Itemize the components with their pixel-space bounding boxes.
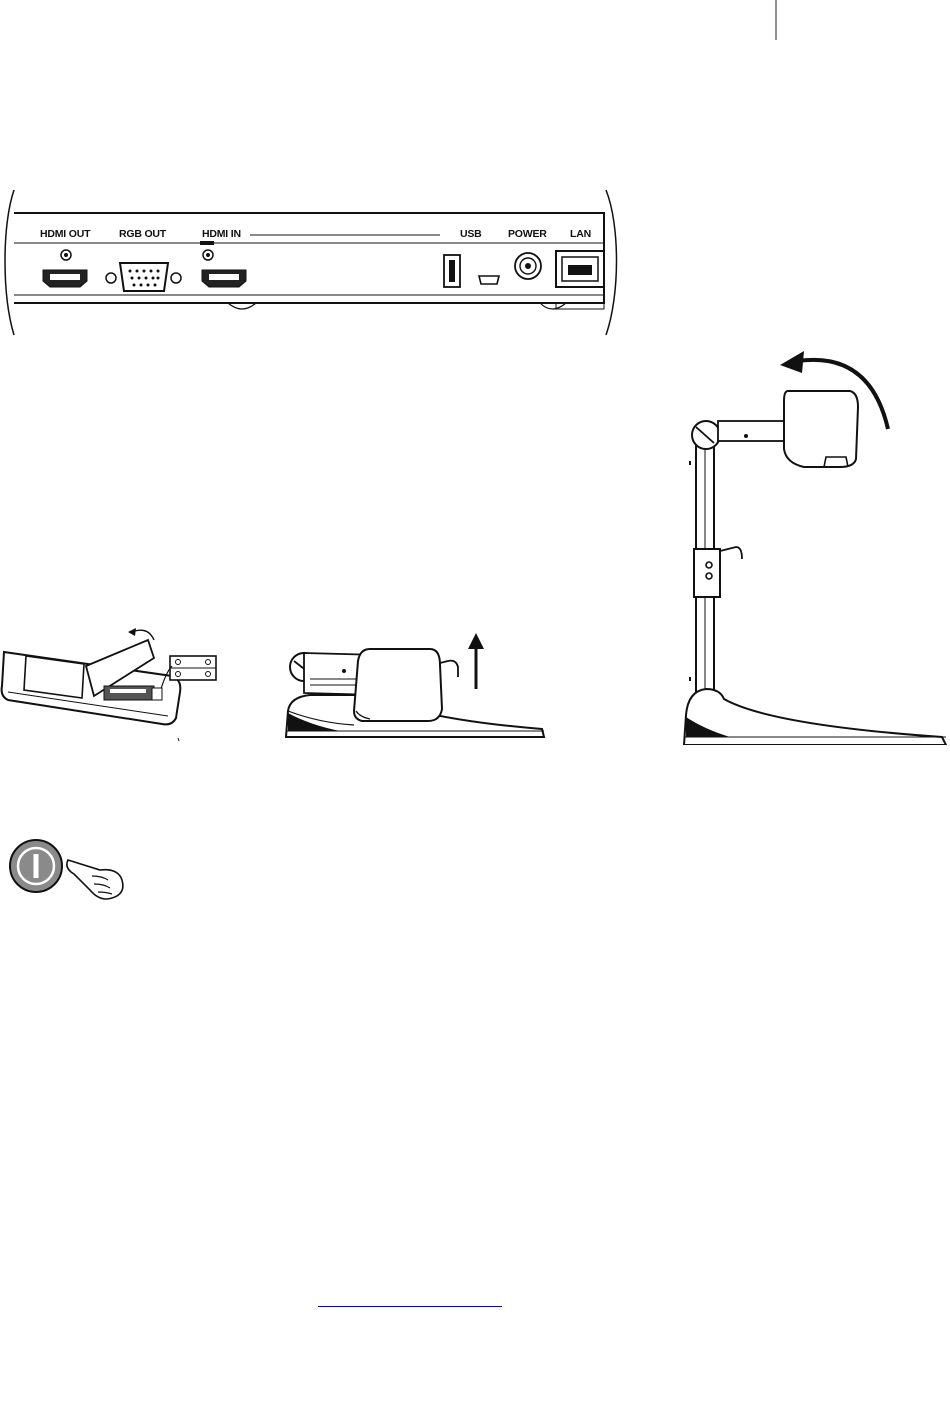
port-label-rgb-out: RGB OUT: [119, 228, 166, 240]
port-label-hdmi-out: HDMI OUT: [40, 228, 90, 240]
rgb-out-port-icon: [120, 263, 168, 291]
hyperlink-underline[interactable]: [318, 1306, 502, 1307]
port-label-hdmi-in: HDMI IN: [202, 228, 241, 240]
remote-battery-compartment-icon: [0, 620, 230, 745]
micro-usb-port-icon: [479, 276, 499, 284]
power-button-press-icon: [8, 832, 138, 904]
port-label-lan: LAN: [570, 228, 591, 240]
folded-camera-stand-icon: [280, 625, 550, 745]
unfolded-camera-stand-icon: [680, 345, 950, 745]
port-label-usb: USB: [460, 228, 482, 240]
port-label-power: POWER: [508, 228, 547, 240]
rear-panel-illustration: [0, 185, 640, 345]
